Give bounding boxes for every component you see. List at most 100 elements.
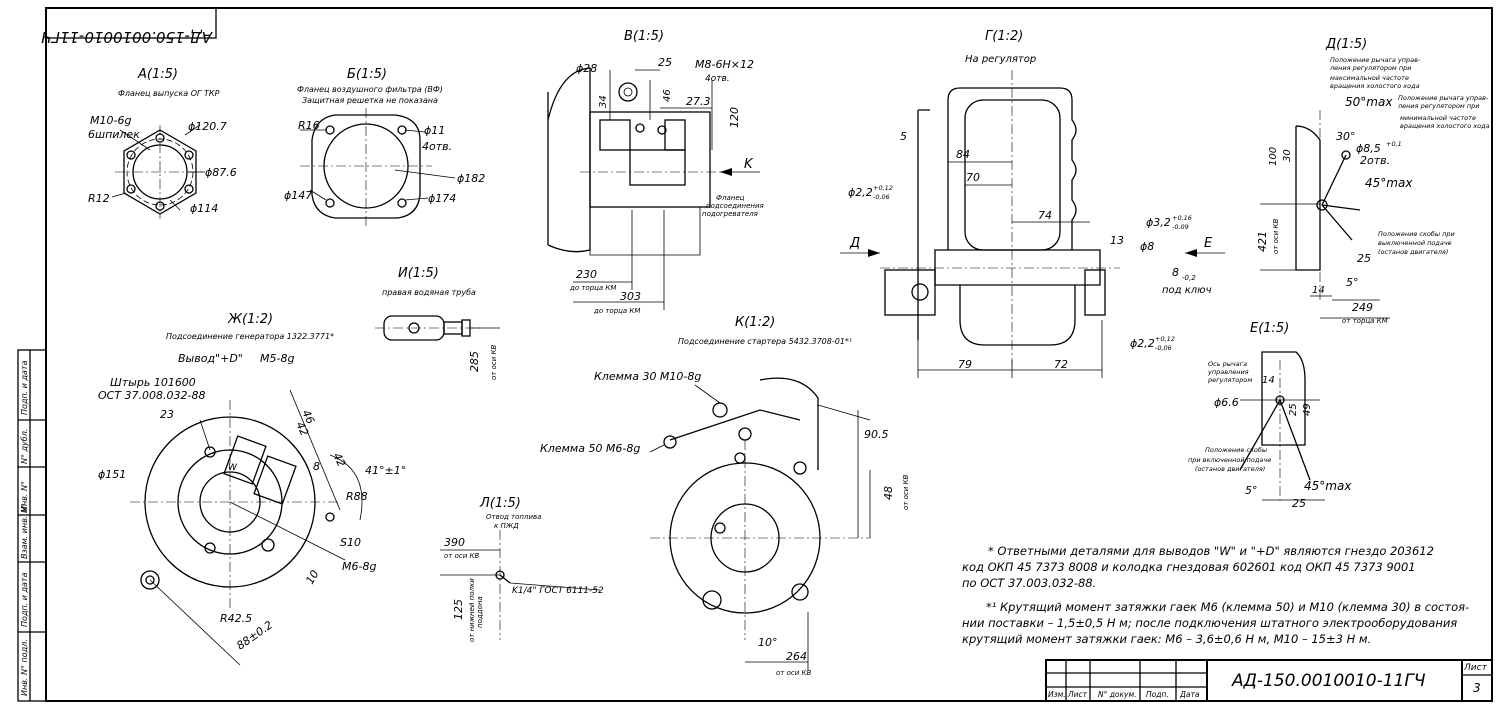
view-v-120: 120: [728, 107, 741, 128]
view-d-note-8: вращения холостого хода: [1400, 122, 1490, 130]
view-zh-subtitle: Подсоединение генератора 1322.3771*: [166, 332, 334, 341]
stamp-col-izm: Изм.: [1048, 690, 1066, 699]
stamp-col-dokum: N° докум.: [1098, 690, 1137, 699]
view-v-heater-flange: [547, 67, 760, 310]
view-k-terminal-30: Клемма 30 M10-8g: [594, 370, 701, 383]
view-g-d22-bot-tol1: +0,12: [1155, 335, 1175, 343]
view-l-125-note1: от нижней полки: [468, 578, 476, 642]
view-zh-ost: ОСТ 37.008.032-88: [98, 389, 206, 402]
view-d-30: 30: [1282, 149, 1293, 162]
view-b-d174: ϕ174: [428, 192, 456, 205]
view-i-title: И(1:5): [398, 266, 439, 281]
view-g-d-arrow-label: Д: [849, 236, 860, 251]
view-zh-42: 42: [293, 420, 311, 438]
note-2-line-3: крутящий момент затяжки гаек: M6 – 3,6±0…: [962, 632, 1371, 646]
view-g-70: 70: [966, 171, 980, 184]
view-e-14: 14: [1262, 375, 1275, 386]
view-l-sub1: Отвод топлива: [486, 513, 541, 521]
view-k-10deg: 10°: [758, 636, 778, 649]
view-zh-m5: M5-8g: [260, 352, 294, 365]
view-zh-10: 10: [303, 568, 321, 587]
view-v-34: 34: [598, 95, 609, 108]
view-a-d87: ϕ87.6: [205, 166, 237, 179]
stamp-col-list: Лист: [1067, 690, 1088, 699]
view-d-45max: 45°max: [1365, 176, 1413, 190]
view-d-249: 249: [1352, 301, 1373, 314]
side-label-3: Инв. N°: [20, 481, 29, 512]
view-zh-r88: R88: [346, 490, 368, 503]
view-d-5deg: 5°: [1346, 276, 1359, 289]
view-g-79: 79: [958, 358, 972, 371]
view-l-125-note2: поддона: [476, 596, 484, 628]
view-b-holes: 4отв.: [422, 140, 452, 153]
view-zh-d151: ϕ151: [98, 468, 126, 481]
view-g-d32: ϕ3,2: [1146, 216, 1171, 229]
view-k-48-note: от оси КВ: [902, 475, 910, 510]
view-d-14: 14: [1312, 285, 1325, 296]
view-v-thread: M8-6H×12: [695, 58, 754, 71]
view-d-note-5: Положение рычага управ-: [1398, 94, 1489, 102]
view-b-r16: R16: [298, 119, 320, 132]
view-a-flange: [111, 124, 205, 219]
view-e-note-6: (останов двигателя): [1195, 465, 1265, 473]
view-a-thread: M10-6g: [90, 114, 131, 127]
sheet-label: Лист: [1463, 663, 1488, 673]
view-g-13: 13: [1110, 234, 1124, 247]
view-e-5deg: 5°: [1245, 484, 1258, 497]
stamp-col-podp: Подп.: [1146, 690, 1169, 699]
note-2-line-2: нии поставки – 1,5±0,5 Н м; после подклю…: [962, 616, 1457, 630]
view-b-title: Б(1:5): [347, 67, 387, 82]
title-block: [1045, 659, 1493, 702]
view-e-note-1: Ось рычага: [1208, 360, 1247, 368]
view-v-k-arrow-label: K: [744, 157, 754, 172]
view-k-90: 90.5: [864, 428, 889, 441]
view-b-flange: [300, 108, 456, 226]
view-b-sub1: Фланец воздушного фильтра (ВФ): [297, 85, 443, 94]
view-i-285-note: от оси КВ: [490, 345, 498, 380]
notes-block: * Ответными деталями для выводов "W" и "…: [962, 544, 1469, 646]
view-v-note1: Фланец: [716, 194, 745, 202]
view-d-note-1: Положение рычага управ-: [1330, 56, 1421, 64]
view-e-d66: ϕ6.6: [1214, 396, 1239, 409]
sheet-number: 3: [1473, 681, 1481, 695]
view-i-subtitle: правая водяная труба: [382, 288, 476, 297]
view-v-25: 25: [658, 56, 672, 69]
view-zh-m6: M6-8g: [342, 560, 376, 573]
view-d-421-note: от оси КВ: [1272, 219, 1280, 254]
view-zh-r42: R42.5: [220, 612, 252, 625]
view-l-fuel-outlet: [440, 530, 601, 640]
view-zh-title: Ж(1:2): [227, 312, 273, 327]
view-g-e-arrow-label: Е: [1204, 236, 1213, 251]
view-d-note-4: вращения холостого хода: [1330, 82, 1420, 90]
view-k-264-note: от оси КВ: [776, 669, 811, 677]
view-g-84: 84: [956, 148, 970, 161]
view-e-25b: 25: [1292, 497, 1306, 510]
view-d-lever: [1260, 110, 1390, 319]
view-g-5: 5: [900, 130, 907, 143]
view-g-8: 8: [1172, 266, 1179, 279]
view-d-note-11: (останов двигателя): [1378, 248, 1448, 256]
view-v-303-note: до торца КМ: [593, 307, 640, 315]
view-l-390-note: от оси КВ: [444, 552, 479, 560]
view-v-303: 303: [620, 290, 641, 303]
view-l-125: 125: [452, 599, 465, 620]
view-g-d22-top-tol2: -0,06: [873, 193, 890, 201]
stamp-col-data: Дата: [1179, 690, 1200, 699]
sheet-code-rotated: АД-150.0010010-11ГЧ: [41, 28, 213, 46]
view-d-note-9: Положение скобы при: [1378, 230, 1455, 238]
view-d-holes: 2отв.: [1360, 154, 1390, 167]
view-d-d85-tol: +0,1: [1386, 140, 1402, 148]
view-d-d85: ϕ8,5: [1356, 142, 1381, 155]
view-l-title: Л(1:5): [479, 496, 521, 511]
view-a-r12: R12: [88, 192, 110, 205]
view-zh-s10: S10: [340, 536, 361, 549]
view-b-d11: ϕ11: [424, 124, 445, 137]
side-label-4: Взам. инв. N°: [20, 503, 29, 559]
view-v-title: В(1:5): [624, 29, 664, 44]
view-v-note2: подсоединения: [706, 202, 764, 210]
view-e-title: Е(1:5): [1250, 321, 1289, 336]
view-d-100: 100: [1268, 147, 1279, 166]
view-k-subtitle: Подсоединение стартера 5432.3708-01*¹: [678, 337, 852, 346]
view-a-title: А(1:5): [137, 67, 178, 82]
